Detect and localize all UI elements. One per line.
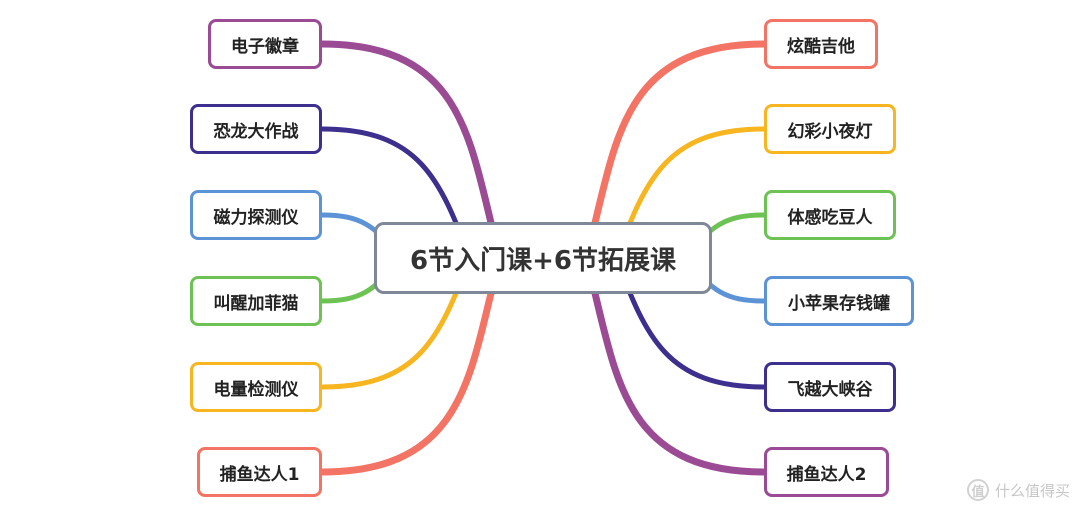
topic-node-left-3[interactable]: 磁力探测仪	[190, 190, 322, 240]
topic-node-right-3[interactable]: 体感吃豆人	[764, 190, 896, 240]
topic-node-left-1[interactable]: 电子徽章	[208, 19, 322, 69]
connector-right-6	[582, 254, 768, 476]
watermark: 值 什么值得买	[966, 479, 1070, 501]
topic-node-right-2[interactable]: 幻彩小夜灯	[764, 104, 896, 154]
central-topic[interactable]: 6节入门课+6节拓展课	[374, 222, 712, 294]
topic-node-left-2[interactable]: 恐龙大作战	[190, 104, 322, 154]
topic-node-right-6[interactable]: 捕鱼达人2	[764, 447, 889, 497]
topic-node-right-4[interactable]: 小苹果存钱罐	[764, 276, 914, 326]
connector-left-1	[318, 40, 504, 262]
zhi-logo-icon: 值	[966, 479, 989, 501]
topic-node-left-6[interactable]: 捕鱼达人1	[197, 447, 322, 497]
topic-node-right-1[interactable]: 炫酷吉他	[764, 19, 878, 69]
connector-left-6	[318, 254, 504, 476]
topic-node-right-5[interactable]: 飞越大峡谷	[764, 362, 896, 412]
topic-node-left-5[interactable]: 电量检测仪	[190, 362, 322, 412]
connector-right-1	[582, 40, 768, 262]
topic-node-left-4[interactable]: 叫醒加菲猫	[190, 276, 322, 326]
watermark-text: 什么值得买	[994, 481, 1070, 500]
